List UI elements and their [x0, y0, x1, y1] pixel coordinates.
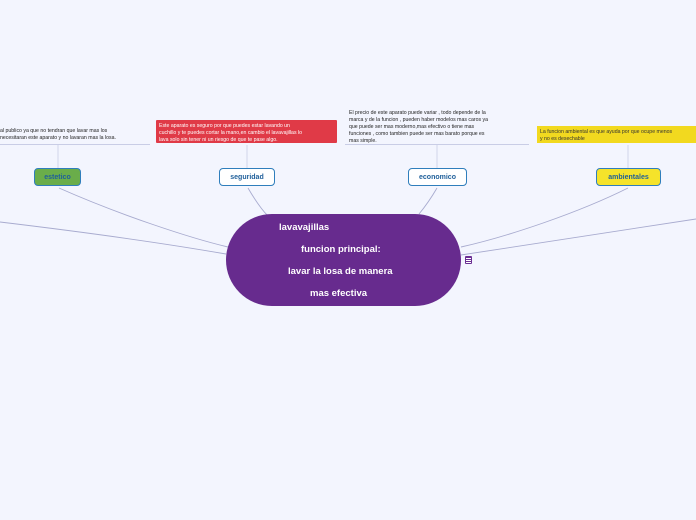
topic-ambientales[interactable]: ambientales — [596, 168, 661, 186]
central-line-4: mas efectiva — [310, 288, 368, 299]
note-estetico: al publico ya que no tendran que lavar m… — [0, 128, 116, 141]
topic-seguridad[interactable]: seguridad — [219, 168, 275, 186]
connector-economico — [418, 187, 438, 215]
note-economico-underline — [345, 144, 529, 145]
central-line-1: lavavajillas — [279, 222, 330, 233]
connector-right-offscreen — [460, 218, 696, 256]
central-line-3: lavar la losa de manera — [288, 266, 393, 277]
topic-economico[interactable]: economico — [408, 168, 467, 186]
note-seguridad: Este aparato es seguro por que puedes es… — [156, 120, 337, 143]
connector-ambientales — [460, 187, 629, 248]
note-icon[interactable] — [465, 256, 472, 264]
connector-estetico — [58, 187, 229, 248]
topic-estetico[interactable]: estetico — [34, 168, 81, 186]
connector-left-offscreen — [0, 221, 227, 255]
note-economico: El precio de este aparato puede variar ,… — [349, 110, 488, 143]
connector-seguridad — [247, 187, 269, 217]
central-line-2: funcion principal: — [301, 244, 381, 255]
note-estetico-underline — [0, 144, 150, 145]
central-topic[interactable]: lavavajillas funcion principal: lavar la… — [226, 214, 461, 306]
note-ambientales: La funcion ambiental es que ayuda por qu… — [537, 126, 696, 143]
